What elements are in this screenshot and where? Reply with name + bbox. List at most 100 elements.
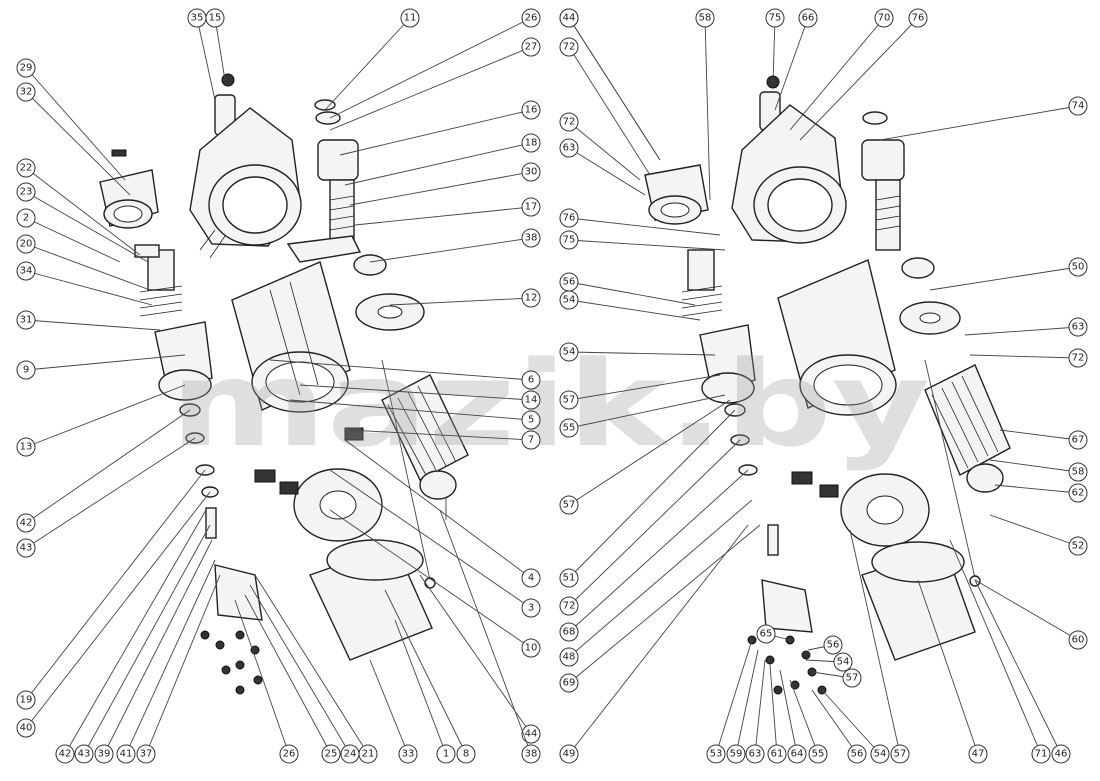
right-callout-circle xyxy=(823,635,843,655)
right-callout-label: 70 xyxy=(878,13,891,24)
right-callout-label: 61 xyxy=(771,749,784,760)
right-leader-line xyxy=(969,354,1079,359)
left-callout-circle xyxy=(521,390,541,410)
right-contact-housing xyxy=(699,324,756,404)
right-leader-line xyxy=(789,679,819,755)
left-callout-circle xyxy=(521,8,541,28)
left-leader-line xyxy=(369,237,532,263)
left-callout-25: 25 xyxy=(321,744,341,764)
left-callout-label: 38 xyxy=(525,749,538,760)
right-callout-54: 54 xyxy=(833,652,853,672)
right-solenoid-cap xyxy=(644,164,709,225)
left-callout-44: 44 xyxy=(521,724,541,744)
left-leader-line xyxy=(439,509,532,755)
right-callout-circle xyxy=(798,8,818,28)
right-callout-60: 60 xyxy=(1068,630,1088,650)
right-leader-line xyxy=(989,514,1079,547)
left-armature xyxy=(381,374,469,520)
right-callout-63: 63 xyxy=(1068,317,1088,337)
right-callout-63: 63 xyxy=(559,138,579,158)
left-callout-circle xyxy=(398,744,418,764)
right-callout-label: 54 xyxy=(563,295,576,306)
right-leader-line xyxy=(568,351,716,356)
left-callout-label: 37 xyxy=(140,749,153,760)
left-callout-17: 17 xyxy=(521,197,541,217)
right-bearing-plate xyxy=(899,301,961,335)
right-callout-circle xyxy=(787,744,807,764)
left-leader-line xyxy=(299,384,532,401)
left-callout-23: 23 xyxy=(16,182,36,202)
left-callout-circle xyxy=(16,437,36,457)
right-callout-label: 53 xyxy=(710,749,723,760)
left-callout-4: 4 xyxy=(521,568,541,588)
right-callout-label: 71 xyxy=(1035,749,1048,760)
right-callout-circle xyxy=(559,568,579,588)
left-callout-39: 39 xyxy=(94,744,114,764)
left-leader-line xyxy=(25,409,191,524)
left-callout-label: 15 xyxy=(209,13,222,24)
left-leader-line xyxy=(269,359,532,381)
right-callout-label: 76 xyxy=(912,13,925,24)
left-callout-circle xyxy=(521,638,541,658)
right-callout-label: 75 xyxy=(769,13,782,24)
right-callout-57: 57 xyxy=(559,390,579,410)
right-callout-circle xyxy=(559,418,579,438)
right-callout-label: 52 xyxy=(1072,541,1085,552)
right-callout-circle xyxy=(1068,536,1088,556)
left-callout-label: 4 xyxy=(528,573,534,584)
left-callout-label: 42 xyxy=(59,749,72,760)
left-leader-line xyxy=(25,91,131,196)
left-leader-line xyxy=(329,46,532,131)
right-callout-circle xyxy=(808,744,828,764)
left-callout-circle xyxy=(521,568,541,588)
left-solenoid-cap xyxy=(99,149,159,229)
left-callout-27: 27 xyxy=(521,37,541,57)
right-callout-72: 72 xyxy=(559,596,579,616)
right-leader-line xyxy=(774,17,809,111)
right-leader-line xyxy=(989,459,1079,473)
right-callout-label: 76 xyxy=(563,213,576,224)
right-callout-circle xyxy=(756,624,776,644)
left-callout-label: 7 xyxy=(528,435,534,446)
right-callout-circle xyxy=(559,390,579,410)
right-callout-label: 59 xyxy=(730,749,743,760)
left-through-bolt xyxy=(381,359,431,581)
left-leader-line xyxy=(196,17,216,101)
right-callout-label: 57 xyxy=(563,500,576,511)
right-callout-62: 62 xyxy=(1068,483,1088,503)
right-leader-line xyxy=(772,17,776,83)
left-callout-29: 29 xyxy=(16,58,36,78)
right-callout-label: 65 xyxy=(760,629,773,640)
right-callout-circle xyxy=(559,495,579,515)
left-callout-label: 3 xyxy=(528,603,534,614)
right-callout-circle xyxy=(745,744,765,764)
left-starter-drawing xyxy=(99,73,469,695)
right-starter-drawing xyxy=(644,75,1011,695)
left-callout-label: 12 xyxy=(525,293,538,304)
right-leader-line xyxy=(568,374,721,401)
right-callout-50: 50 xyxy=(1068,257,1088,277)
left-callout-label: 25 xyxy=(325,749,338,760)
left-callout-circle xyxy=(16,208,36,228)
right-callout-75: 75 xyxy=(765,8,785,28)
right-callout-47: 47 xyxy=(968,744,988,764)
right-callout-label: 57 xyxy=(894,749,907,760)
right-callout-circle xyxy=(1068,96,1088,116)
left-callout-label: 35 xyxy=(191,13,204,24)
right-drive-end-housing xyxy=(731,75,847,244)
right-callout-circle xyxy=(1068,630,1088,650)
left-callout-40: 40 xyxy=(16,718,36,738)
left-leader-line xyxy=(125,559,216,755)
right-callout-circle xyxy=(847,744,867,764)
left-callout-7: 7 xyxy=(521,430,541,450)
left-leader-line xyxy=(83,524,211,755)
left-callout-label: 24 xyxy=(344,749,357,760)
left-callout-label: 19 xyxy=(20,695,33,706)
right-leader-line xyxy=(879,105,1079,141)
right-brush-plate xyxy=(791,471,930,547)
left-callout-9: 9 xyxy=(16,360,36,380)
right-callout-label: 62 xyxy=(1072,488,1085,499)
left-callout-circle xyxy=(521,724,541,744)
right-callout-label: 67 xyxy=(1072,435,1085,446)
